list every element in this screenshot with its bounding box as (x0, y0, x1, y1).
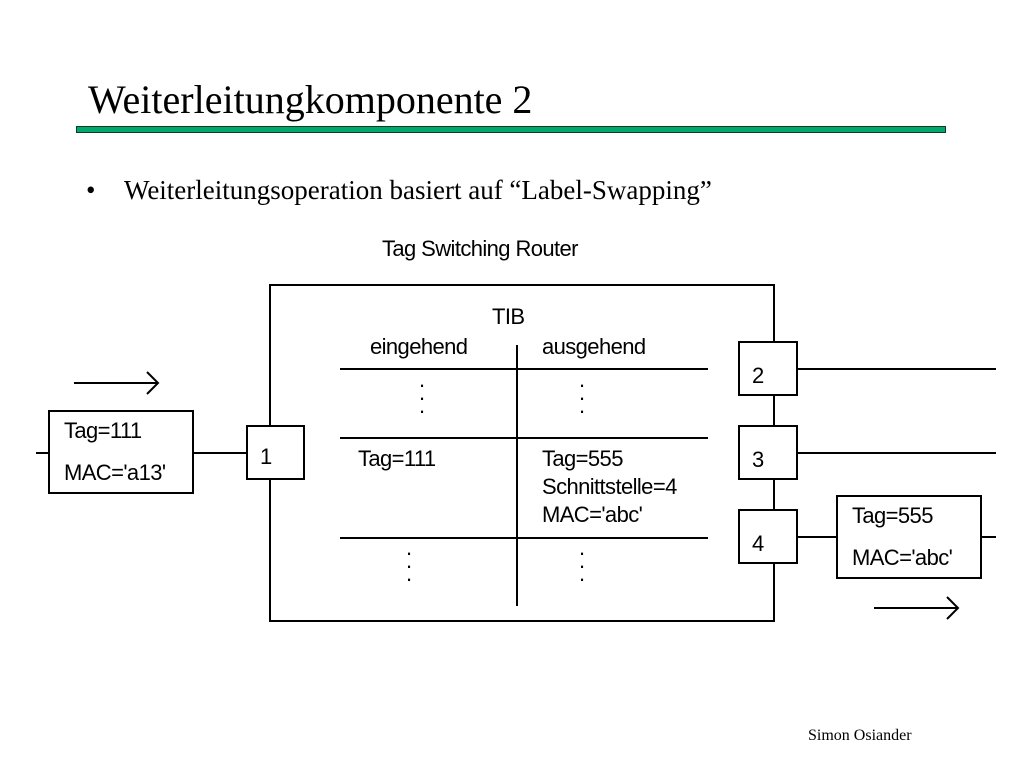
packet-in: Tag=111 MAC='a13' (48, 410, 194, 494)
port-2: 2 (738, 341, 798, 396)
port-4-label: 4 (752, 531, 765, 556)
tib-column-in: eingehend (370, 334, 468, 359)
tib-entry-in: Tag=111 (358, 446, 436, 471)
tib-column-out: ausgehend (542, 334, 646, 359)
port-3: 3 (738, 425, 798, 480)
tib-label: TIB (492, 304, 525, 329)
title-underline (76, 126, 946, 133)
bullet-text: Weiterleitungsoperation basiert auf “Lab… (124, 175, 712, 205)
input-arrow-head (146, 371, 160, 395)
output-arrow-head (946, 596, 960, 620)
tib-entry-out-mac: MAC='abc' (542, 502, 643, 527)
tib-entry-out-interface: Schnittstelle=4 (542, 474, 677, 499)
packet-out: Tag=555 MAC='abc' (836, 495, 982, 579)
packet-in-mac: MAC='a13' (64, 460, 166, 485)
port-2-label: 2 (752, 363, 765, 388)
tib-ellipsis-out-top: · · · (578, 372, 586, 423)
packet-out-tag: Tag=555 (852, 503, 933, 528)
port-1-label: 1 (260, 444, 273, 469)
packet-in-tag: Tag=111 (64, 418, 142, 443)
router-frame (269, 284, 775, 622)
tib-ellipsis-in-top: · · · (418, 372, 426, 423)
port-1: 1 (246, 425, 305, 480)
tib-ellipsis-in-bottom: · · · (405, 540, 413, 591)
slide-title: Weiterleitungkomponente 2 (88, 77, 533, 122)
bullet-marker: • (86, 175, 96, 205)
packet-out-mac: MAC='abc' (852, 545, 953, 570)
tib-ellipsis-out-bottom: · · · (578, 540, 586, 591)
tib-entry-out-tag: Tag=555 (542, 446, 623, 471)
port-3-label: 3 (752, 447, 765, 472)
footer-author: Simon Osiander (808, 727, 912, 744)
port-4: 4 (738, 509, 798, 564)
router-label: Tag Switching Router (382, 236, 578, 261)
